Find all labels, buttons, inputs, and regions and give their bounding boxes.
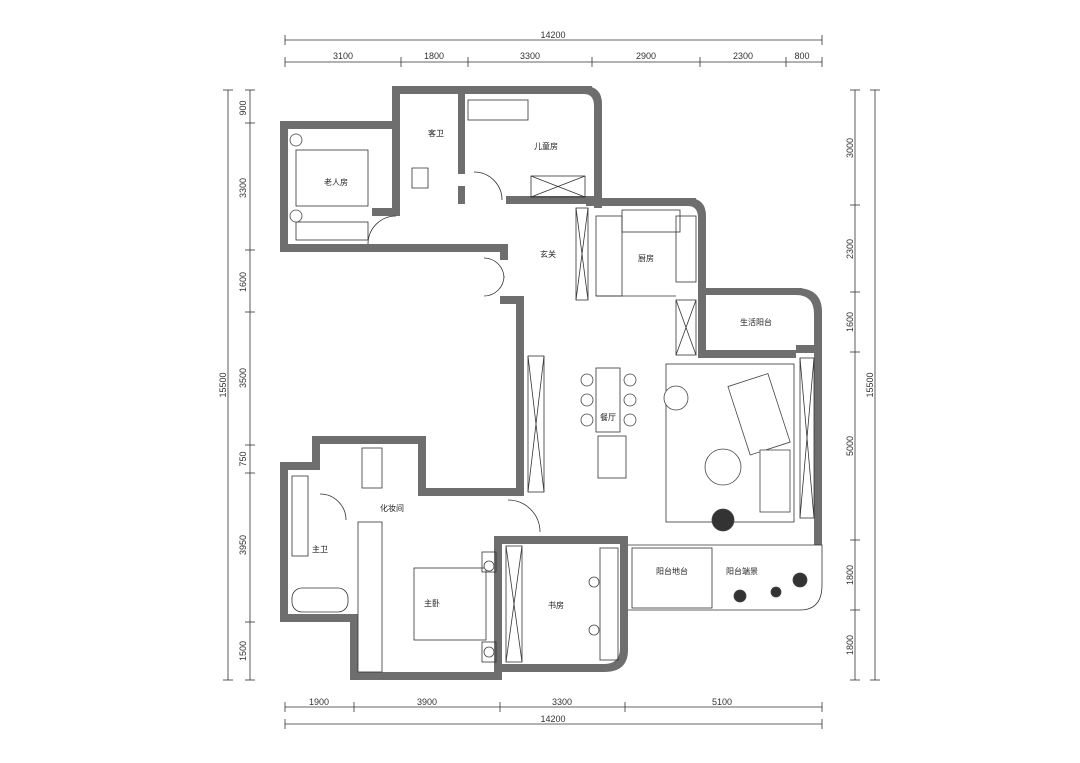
bottom-dim-1: 1900 [309,697,329,707]
left-dimension-chain: 15500 900 3300 1600 3500 750 3950 1500 [218,89,255,681]
bottom-dim-4: 5100 [712,697,732,707]
label-kids-room: 儿童房 [534,141,558,151]
walls [280,86,822,680]
left-dim-7: 1500 [238,641,248,661]
left-dim-2: 3300 [238,178,248,198]
label-entrance: 玄关 [540,249,556,259]
right-dim-5: 1800 [845,565,855,585]
right-dim-4: 5000 [845,436,855,456]
label-balcony-garden: 阳台端景 [726,566,758,576]
left-total-dim: 15500 [218,372,228,397]
top-dim-1: 3100 [333,51,353,61]
bottom-dim-2: 3900 [417,697,437,707]
top-total-dim: 14200 [540,30,565,40]
balcony-outline [628,544,823,611]
top-dim-2: 1800 [424,51,444,61]
bottom-total-dim: 14200 [540,714,565,724]
right-dim-3: 1600 [845,312,855,332]
right-dim-1: 3000 [845,138,855,158]
right-dim-2: 2300 [845,239,855,259]
label-study: 书房 [548,600,564,610]
left-dim-5: 750 [238,451,248,466]
bottom-dim-3: 3300 [552,697,572,707]
right-dim-6: 1800 [845,635,855,655]
right-total-dim: 15500 [865,372,875,397]
room-labels: 客卫 老人房 儿童房 玄关 厨房 生活阳台 餐厅 化妆间 主卫 主卧 书房 阳台… [312,128,772,610]
label-balcony-floor: 阳台地台 [656,566,688,576]
label-service-balcony: 生活阳台 [740,317,772,327]
label-dining: 餐厅 [600,413,616,422]
interior-lines [291,99,815,673]
top-dim-5: 2300 [733,51,753,61]
left-dim-3: 1600 [238,272,248,292]
left-dim-6: 3950 [238,535,248,555]
label-dressing: 化妆间 [380,503,404,513]
label-master-bath: 主卫 [312,544,328,554]
label-kitchen: 厨房 [638,253,654,263]
left-dim-4: 3500 [238,368,248,388]
right-dimension-chain: 3000 2300 1600 5000 1800 1800 15500 [845,89,880,681]
top-dimension-chain: 14200 3100 1800 3300 2900 2300 800 [284,30,823,67]
top-dim-4: 2900 [636,51,656,61]
label-guest-bath: 客卫 [428,128,444,138]
left-dim-1: 900 [238,100,248,115]
furniture [289,133,808,658]
top-dim-3: 3300 [520,51,540,61]
label-elder-room: 老人房 [324,177,348,187]
bottom-dimension-chain: 1900 3900 3300 5100 14200 [284,697,823,729]
label-master-bedroom: 主卧 [424,598,440,608]
top-dim-6: 800 [794,51,809,61]
